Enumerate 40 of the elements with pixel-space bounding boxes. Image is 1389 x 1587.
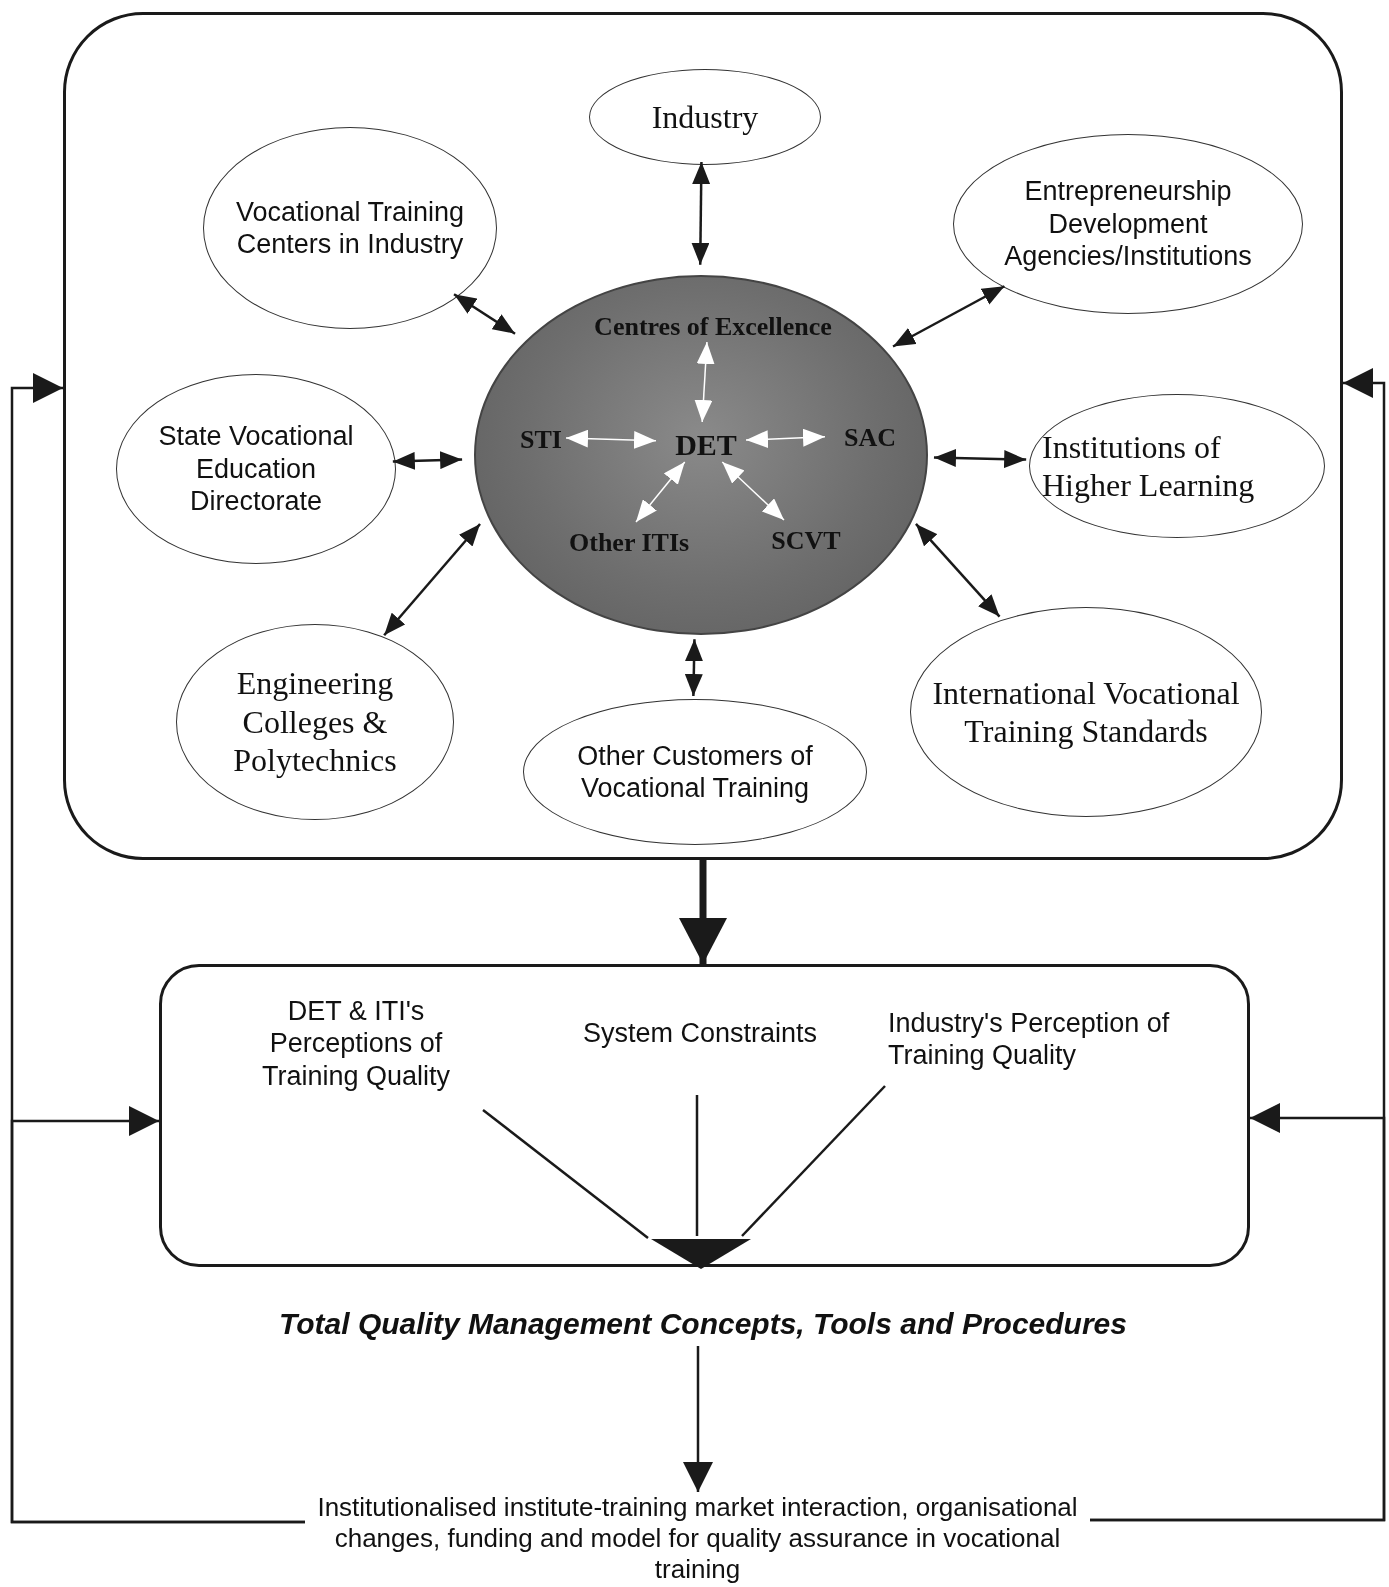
arrowhead-pair xyxy=(694,341,715,423)
connector-line xyxy=(741,1085,886,1237)
rounded-frame xyxy=(63,12,1343,860)
arrow xyxy=(691,162,711,265)
node-label: SAC xyxy=(830,422,910,458)
node-label: Industry's Perception of Training Quality xyxy=(888,1007,1208,1089)
node-label: State Vocational Education Directorate xyxy=(157,420,355,518)
arrow xyxy=(915,523,1001,618)
rounded-frame xyxy=(159,964,1250,1267)
heading: Total Quality Management Concepts, Tools and Procedures xyxy=(203,1306,1203,1346)
node-label: Entrepreneurship Development Agencies/Institutions xyxy=(1003,175,1253,273)
node-label: Other Customers of Vocational Training xyxy=(576,739,814,805)
node-label: Engineering Colleges & Polytechnics xyxy=(232,664,398,780)
arrow xyxy=(933,448,1027,469)
node-label: DET xyxy=(661,427,751,467)
node-label: Institutionalised institute-training market interaction, organisational changes, funding and model for quality assurance in vocational training xyxy=(305,1492,1090,1585)
node-label: Vocational Training Centers in Industry xyxy=(234,195,466,261)
arrow xyxy=(684,639,704,697)
node-label: System Constraints xyxy=(550,1017,850,1098)
arrow xyxy=(892,285,1006,348)
arrowhead-pair xyxy=(565,429,657,449)
node-label: International Vocational Training Standards xyxy=(931,673,1241,751)
arrow xyxy=(1090,1103,1386,1522)
arrowhead-pair xyxy=(635,461,686,523)
node-label: Institutions of Higher Learning xyxy=(1042,427,1256,505)
arrow xyxy=(683,1346,713,1492)
node-label: SCVT xyxy=(768,525,844,557)
arrow xyxy=(10,1106,305,1524)
node-label: STI xyxy=(511,424,571,460)
node-label: Industry xyxy=(651,97,759,137)
arrow xyxy=(453,293,516,335)
arrow xyxy=(383,523,481,637)
node-label: Other ITIs xyxy=(569,527,687,559)
arrow xyxy=(392,451,463,470)
node-label: Centres of Excellence xyxy=(563,311,863,347)
arrowhead-pair xyxy=(745,428,826,449)
connector-line xyxy=(695,1095,699,1236)
connector-line xyxy=(482,1109,649,1239)
node-label: DET & ITI's Perceptions of Training Quality xyxy=(226,995,486,1113)
arrowhead-pair xyxy=(721,461,785,521)
